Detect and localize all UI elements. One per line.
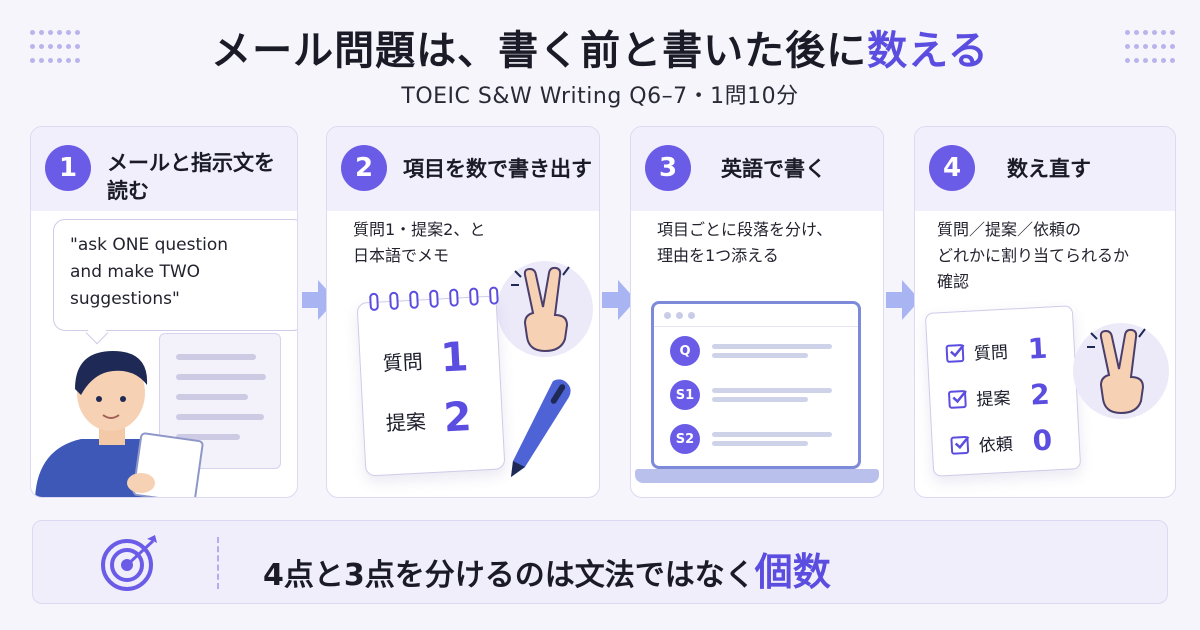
- checklist-count: 2: [1029, 377, 1051, 412]
- page-subtitle: TOEIC S&W Writing Q6–7・1問10分: [401, 84, 799, 109]
- checklist-label: 質問: [973, 342, 1009, 365]
- checklist-label: 提案: [975, 388, 1011, 411]
- description-line: 確認: [937, 272, 970, 291]
- paragraph-badge: Q: [670, 336, 700, 366]
- memo-notepad: 質問 1 提案 2: [356, 286, 506, 477]
- checklist-count: 1: [1026, 331, 1049, 366]
- description-line: 理由を1つ添える: [657, 246, 779, 265]
- step-number-badge: 1: [45, 145, 91, 191]
- step-title: 項目を数で書き出す: [403, 157, 592, 181]
- laptop-base: [635, 469, 879, 483]
- summary-text-accent: 個数: [754, 550, 831, 594]
- step-panel-3: 3 英語で書く 項目ごとに段落を分け、 理由を1つ添える Q S1: [630, 126, 884, 498]
- step-panel-4: 4 数え直す 質問／提案／依頼の どれかに割り当てられるか 確認 質問 1 提案…: [914, 126, 1176, 498]
- description-line: 質問1・提案2、と: [353, 220, 486, 239]
- summary-text-main: 4点と3点を分けるのは文法ではなく: [263, 558, 755, 593]
- quote-line: and make TWO: [70, 262, 201, 282]
- checklist-row: 質問 1: [945, 332, 1048, 370]
- quote-line: suggestions": [70, 289, 180, 309]
- step-panel-1: 1 メールと指示文を 読む "ask ONE question and make…: [30, 126, 298, 498]
- peace-hand-icon: [511, 266, 570, 353]
- checklist-row: 依頼 0: [950, 424, 1053, 462]
- description-line: 日本語でメモ: [353, 246, 450, 265]
- arrow-right-icon: [302, 280, 336, 320]
- banner-divider: [217, 537, 219, 589]
- paragraph-badge: S2: [670, 424, 700, 454]
- speech-bubble: "ask ONE question and make TWO suggestio…: [53, 219, 297, 331]
- step-title: メールと指示文を 読む: [107, 149, 275, 205]
- peace-hand-icon: [1087, 328, 1146, 415]
- target-icon: [101, 535, 157, 591]
- person-icon: [35, 351, 204, 497]
- summary-text: 4点と3点を分けるのは文法ではなく個数: [263, 541, 831, 596]
- step-description: 質問／提案／依頼の どれかに割り当てられるか 確認: [937, 217, 1129, 295]
- step-title-line: 読む: [107, 179, 149, 203]
- laptop-screen: Q S1 S2: [651, 301, 861, 469]
- step-number-badge: 3: [645, 145, 691, 191]
- step-description: 質問1・提案2、と 日本語でメモ: [353, 217, 485, 269]
- paragraph-badge: S1: [670, 380, 700, 410]
- memo-row: 質問 1: [381, 334, 469, 384]
- memo-count: 2: [442, 393, 473, 442]
- arrow-right-icon: [602, 280, 636, 320]
- screen-row: S2: [670, 424, 832, 454]
- checklist-row: 提案 2: [947, 377, 1051, 416]
- memo-label: 質問: [382, 348, 424, 375]
- page-title: メール問題は、書く前と書いた後に数える: [0, 18, 1200, 76]
- step-title-line: メールと指示文を: [107, 151, 275, 175]
- arrow-right-icon: [886, 280, 920, 320]
- checkbox-icon: [950, 435, 970, 455]
- checkbox-icon: [947, 389, 967, 409]
- description-line: 質問／提案／依頼の: [937, 220, 1082, 239]
- screen-row: Q: [670, 336, 832, 366]
- memo-count: 1: [439, 334, 470, 382]
- dot-grid-decoration-right: [1125, 30, 1175, 66]
- summary-banner: 4点と3点を分けるのは文法ではなく個数: [32, 520, 1168, 604]
- step-description: 項目ごとに段落を分け、 理由を1つ添える: [657, 217, 832, 269]
- step-title: 数え直す: [1007, 157, 1091, 181]
- checkbox-icon: [945, 343, 965, 363]
- description-line: 項目ごとに段落を分け、: [657, 220, 833, 239]
- step-number-badge: 2: [341, 145, 387, 191]
- checklist-count: 0: [1031, 423, 1053, 458]
- page-title-main: メール問題は、書く前と書いた後に: [211, 28, 868, 74]
- memo-row: 提案 2: [385, 393, 473, 444]
- notepad-rings: [369, 286, 499, 312]
- screen-row: S1: [670, 380, 832, 410]
- step-panel-2: 2 項目を数で書き出す 質問1・提案2、と 日本語でメモ 質問 1 提案 2: [326, 126, 600, 498]
- memo-label: 提案: [385, 408, 427, 435]
- step-number-badge: 4: [929, 145, 975, 191]
- page-title-accent: 数える: [867, 28, 989, 74]
- pen-icon: [511, 379, 571, 477]
- checklist-label: 依頼: [978, 434, 1014, 457]
- description-line: どれかに割り当てられるか: [937, 246, 1130, 265]
- dot-grid-decoration-left: [30, 30, 80, 66]
- checklist-card: 質問 1 提案 2 依頼 0: [924, 305, 1082, 477]
- quote-line: "ask ONE question: [70, 235, 229, 255]
- step-title: 英語で書く: [721, 157, 826, 181]
